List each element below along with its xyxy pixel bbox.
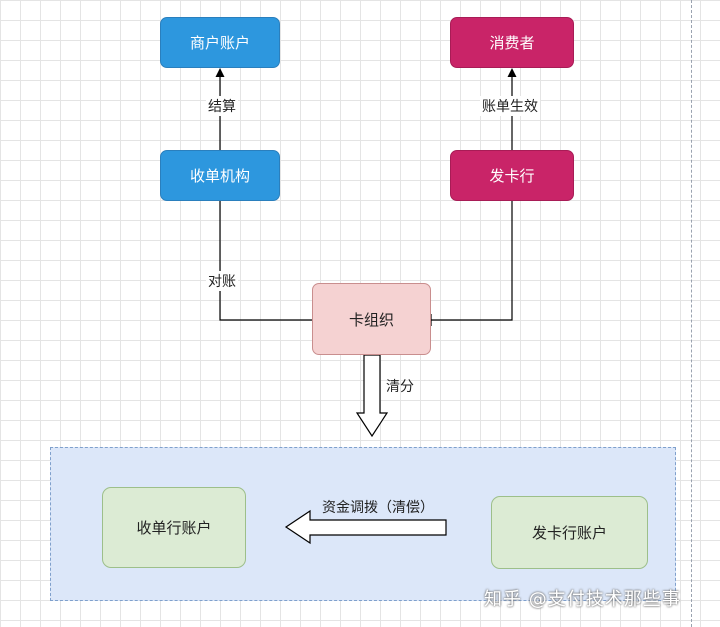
watermark: 知乎 @支付技术那些事 [484, 589, 681, 610]
consumer-node[interactable]: 消费者 [450, 17, 574, 68]
clearing-label: 清分 [386, 379, 414, 395]
issuer-bank-account-node[interactable]: 发卡行账户 [491, 496, 648, 569]
fund-transfer-arrow [284, 509, 447, 545]
clearing-arrow [355, 354, 389, 438]
card-organization-node[interactable]: 卡组织 [312, 283, 431, 355]
page-boundary-line [691, 0, 692, 627]
merchant-account-node[interactable]: 商户账户 [160, 17, 280, 68]
settlement-arrowhead [215, 68, 225, 77]
issuer-node[interactable]: 发卡行 [450, 150, 574, 201]
issuer-connector [431, 201, 513, 321]
acquirer-bank-account-node[interactable]: 收单行账户 [102, 487, 246, 568]
bill-effective-arrowhead [507, 68, 517, 77]
bill-effective-label: 账单生效 [480, 96, 540, 116]
fund-transfer-label: 资金调拨（清偿） [322, 500, 434, 516]
settlement-label: 结算 [206, 96, 238, 116]
reconciliation-connector [219, 201, 312, 321]
acquirer-node[interactable]: 收单机构 [160, 150, 280, 201]
reconciliation-label: 对账 [206, 271, 238, 291]
